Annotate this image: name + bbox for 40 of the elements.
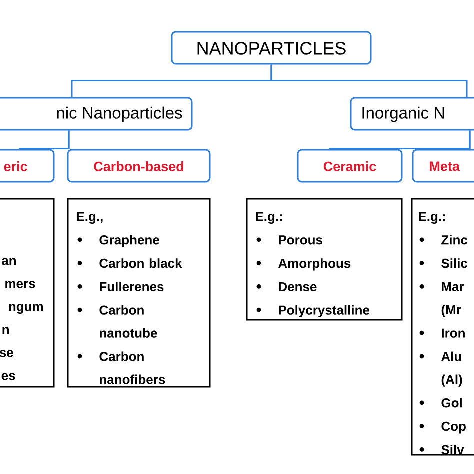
list-item: Alu (Al): [420, 352, 462, 387]
category-box: Meta: [412, 149, 474, 183]
list-heading: E.g.,: [77, 212, 103, 224]
list-box: [411, 198, 474, 456]
list-item: Dense: [256, 282, 317, 292]
list-box: [0, 198, 55, 388]
list-item: Cop: [420, 422, 466, 434]
list-heading: E.g.:: [419, 212, 446, 224]
list-item: Zinc: [420, 235, 468, 245]
category-box: Ceramic: [297, 149, 403, 183]
list-item: Porous: [256, 236, 322, 245]
list-heading: E.g.:: [256, 212, 282, 224]
category-box: eric: [0, 149, 55, 183]
list-item: mers: [6, 281, 36, 288]
list-item: Carbon nanofibers: [78, 352, 166, 384]
list-box: [246, 198, 403, 321]
connector: [68, 130, 70, 150]
list-item: ngum: [9, 304, 43, 314]
list-item: se: [0, 350, 14, 358]
group-box: nic Nanoparticles: [0, 97, 193, 131]
title-box: NANOPARTICLES: [171, 31, 372, 65]
list-item: Silic: [420, 258, 468, 268]
list-item: es: [2, 373, 16, 380]
group-box: Inorganic N: [350, 97, 474, 131]
connector: [270, 64, 468, 98]
list-item: n: [2, 327, 9, 334]
list-item: an: [2, 258, 16, 266]
list-item: Gol: [420, 398, 462, 408]
list-item: Polycrystalline: [256, 305, 370, 318]
list-item: Iron: [420, 328, 465, 338]
list-item: Carbon nanotube: [78, 305, 158, 338]
list-item: Graphene: [78, 235, 160, 248]
list-item: Amorphous: [256, 258, 351, 271]
list-item: Silv: [420, 444, 464, 455]
category-box: Carbon-based: [67, 149, 211, 183]
connector: [469, 130, 471, 150]
list-item: Carbon black: [78, 258, 182, 268]
list-box: [67, 198, 211, 388]
list-item: Fullerenes: [78, 282, 164, 292]
list-item: Mar (Mr: [420, 282, 464, 318]
